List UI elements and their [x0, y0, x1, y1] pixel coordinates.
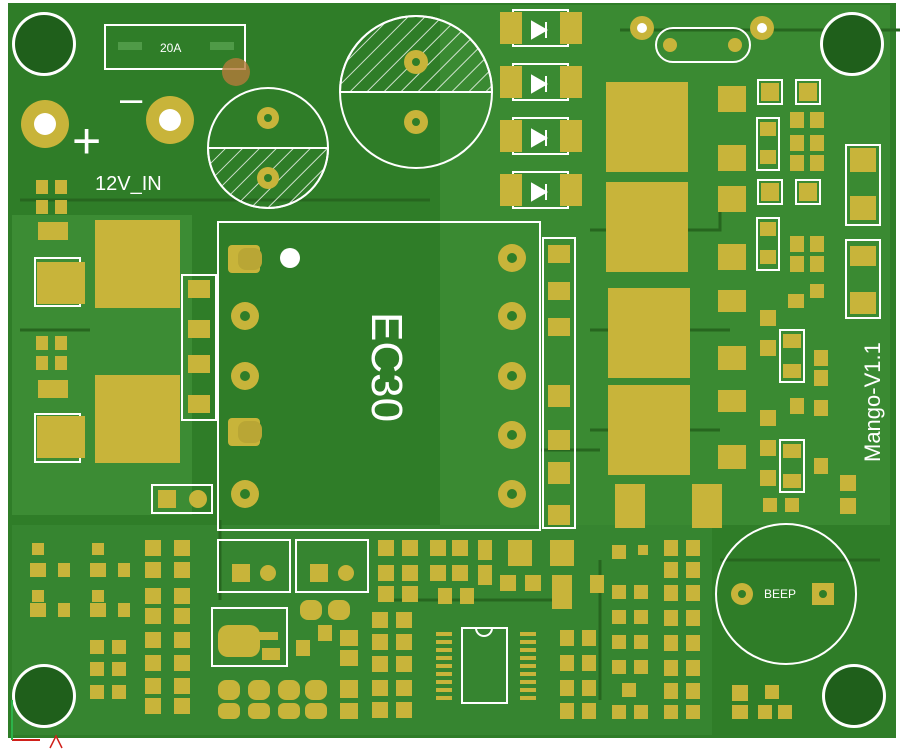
ec30-module[interactable]: EC30 [217, 221, 541, 531]
mosfet-left-2[interactable] [34, 336, 180, 463]
regulator-footprint[interactable] [211, 607, 288, 667]
diode-icon [531, 182, 549, 202]
resistors-mid-left[interactable] [181, 274, 217, 421]
ic-soic[interactable] [436, 627, 536, 704]
resistors-ec30-right[interactable] [542, 237, 576, 529]
version-label: Mango-V1.1 [860, 342, 885, 462]
diode-icon [531, 128, 549, 148]
diode-icon [531, 74, 549, 94]
connector-jst-1[interactable] [217, 539, 291, 593]
axis-origin-icon [11, 700, 63, 749]
right-edge-parts[interactable] [845, 144, 881, 319]
mount-hole-top-right[interactable] [820, 12, 884, 76]
crystal-footprint[interactable] [630, 16, 774, 63]
copper-pour-bottom [12, 525, 712, 735]
mount-hole-top-left[interactable] [12, 12, 76, 76]
capacitor-small[interactable] [206, 58, 330, 209]
power-input-connector[interactable] [21, 96, 194, 148]
diode-array[interactable] [500, 9, 582, 209]
smd-column-mid-right[interactable] [718, 79, 856, 514]
module-label: EC30 [362, 312, 411, 422]
mount-hole-bottom-left[interactable] [12, 664, 76, 728]
connector-jst-2[interactable] [295, 539, 369, 593]
fuse-label: 20A [160, 41, 181, 55]
buzzer-label: BEEP [764, 587, 796, 601]
polarity-plus-label: + [72, 113, 101, 169]
power-mosfet-array[interactable] [606, 82, 722, 528]
buzzer-footprint[interactable]: BEEP [715, 523, 857, 665]
smd-bottom-mid[interactable] [218, 540, 792, 719]
capacitor-large[interactable] [338, 15, 494, 169]
power-input-label: 12V_IN [95, 173, 162, 195]
diode-icon [531, 20, 549, 40]
mount-hole-bottom-right[interactable] [822, 664, 886, 728]
polarity-minus-label: – [120, 77, 143, 121]
jumper-header[interactable] [151, 484, 213, 514]
mosfet-left-1[interactable] [34, 180, 180, 308]
smd-bottom-left[interactable] [30, 540, 190, 714]
fuse-footprint[interactable]: 20A [104, 24, 246, 70]
